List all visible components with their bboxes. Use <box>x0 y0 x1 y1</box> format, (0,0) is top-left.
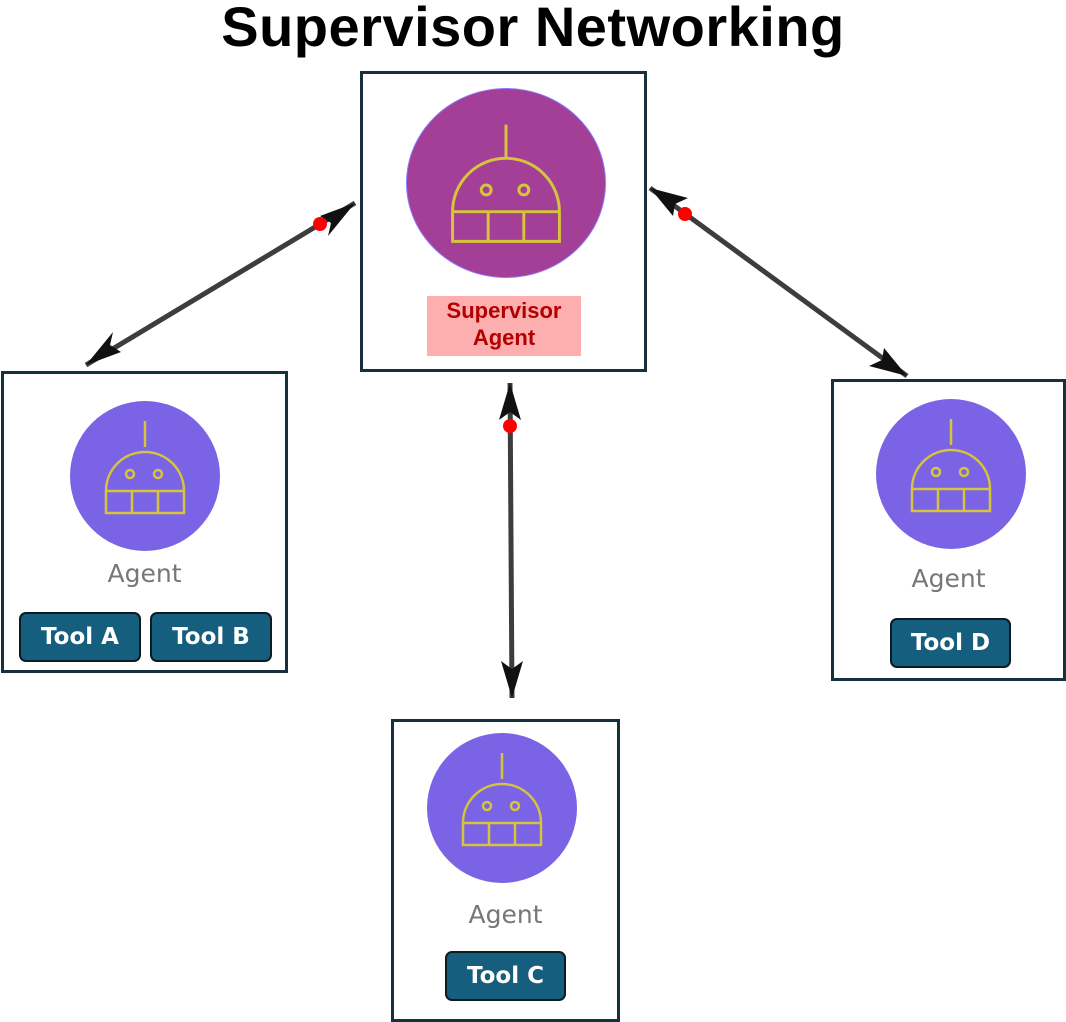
arrowhead-icon <box>869 348 907 376</box>
agent-avatar <box>427 733 577 883</box>
connection-dot <box>313 217 327 231</box>
agent-avatar <box>70 401 220 551</box>
arrowhead-icon <box>501 661 523 698</box>
tool-d-badge: Tool D <box>890 618 1011 668</box>
tool-a-badge: Tool A <box>19 612 141 662</box>
tool-b-badge: Tool B <box>150 612 272 662</box>
arrowhead-icon <box>320 203 355 236</box>
supervisor-avatar <box>406 88 606 278</box>
supervisor-label-line1: Supervisor <box>446 298 562 323</box>
connector-supervisor-agent-bottom <box>499 382 523 699</box>
connection-dot <box>503 419 517 433</box>
connector-supervisor-agent-left <box>84 200 357 368</box>
arrowhead-icon <box>86 332 121 365</box>
supervisor-node: Supervisor Agent <box>360 71 647 372</box>
arrowhead-icon <box>650 188 688 216</box>
agent-node-bottom: Agent Tool C <box>391 719 620 1022</box>
robot-icon <box>910 419 992 513</box>
supervisor-label-line2: Agent <box>472 325 536 350</box>
diagram-title: Supervisor Networking <box>221 0 845 58</box>
connection-dot <box>678 207 692 221</box>
agent-label: Agent <box>107 559 182 588</box>
agent-node-left: Agent Tool A Tool B <box>1 371 288 673</box>
robot-icon <box>451 124 561 243</box>
agent-label: Agent <box>911 564 986 593</box>
tool-c-badge: Tool C <box>445 951 566 1001</box>
arrowhead-icon <box>499 383 521 420</box>
robot-icon <box>104 421 186 515</box>
agent-avatar <box>876 399 1026 549</box>
agent-label: Agent <box>468 900 543 929</box>
robot-icon <box>461 753 543 847</box>
connector-supervisor-agent-right <box>648 185 909 379</box>
supervisor-label: Supervisor Agent <box>427 296 581 356</box>
agent-node-right: Agent Tool D <box>831 379 1066 681</box>
